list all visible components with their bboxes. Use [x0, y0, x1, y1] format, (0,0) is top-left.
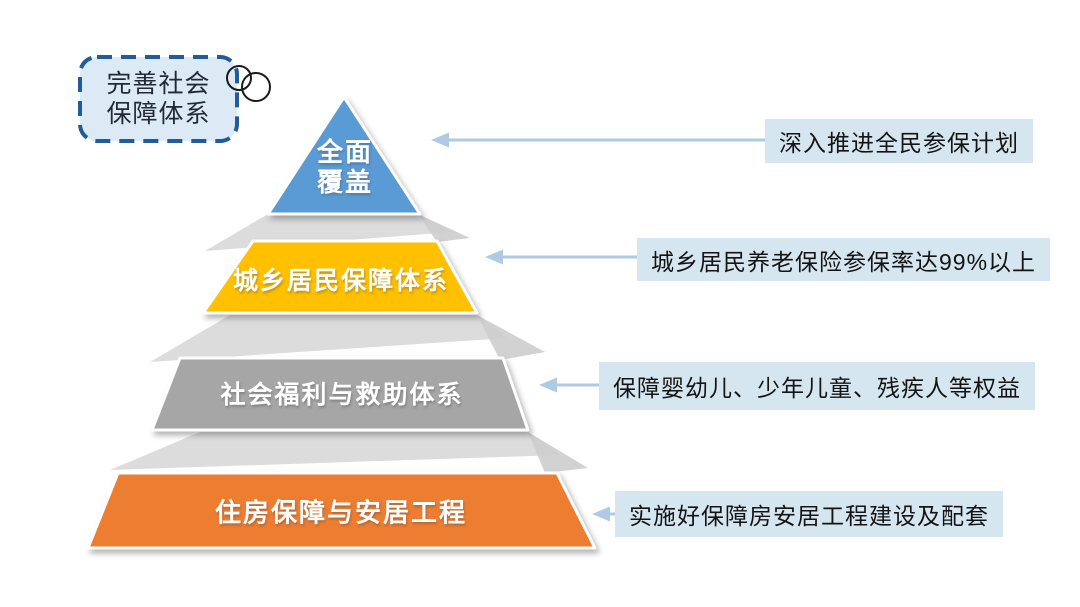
arrow-2-head-icon: [485, 249, 503, 265]
arrow-3: [539, 377, 600, 393]
annotation-box-3: 保障婴幼儿、少年儿童、残疾人等权益: [599, 362, 1035, 410]
annotation-box-1: 深入推进全民参保计划: [765, 119, 1033, 163]
pyramid-level-1-label: 全面 覆盖: [316, 137, 374, 198]
diagram-title-line-1: 完善社会: [106, 69, 211, 98]
annotation-box-2: 城乡居民养老保险参保率达99%以上: [637, 238, 1051, 281]
diagram-title: 完善社会 保障体系: [80, 57, 237, 141]
arrow-4: [592, 506, 617, 522]
pyramid-level-1-label-line-2: 覆盖: [316, 167, 374, 197]
arrow-1: [431, 132, 766, 148]
pyramid-level-2-label: 城乡居民保障体系: [232, 267, 450, 295]
diagram-title-line-2: 保障体系: [106, 100, 211, 128]
ribbon-3: [110, 432, 560, 470]
arrow-4-head-icon: [592, 506, 610, 522]
pyramid-level-4-shape: [86, 471, 597, 550]
arrow-2: [485, 249, 638, 265]
decor-circle-large-icon: [241, 72, 271, 102]
pyramid-level-4-label: 住房保障与安居工程: [214, 497, 468, 528]
pyramid-level-3-shape: [150, 356, 530, 432]
ribbon-2-right-sliver: [477, 315, 545, 360]
ribbon-1-right-sliver: [418, 214, 470, 242]
title-box-outline: [78, 55, 239, 143]
pyramid-level-1-label-line-1: 全面: [316, 137, 374, 168]
arrow-1-head-icon: [431, 132, 449, 148]
arrow-3-head-icon: [539, 377, 557, 393]
pyramid-level-3-label: 社会福利与救助体系: [220, 381, 464, 409]
annotation-box-4: 实施好保障房安居工程建设及配套: [615, 491, 1003, 537]
pyramid-level-1-shape: [266, 95, 422, 216]
ribbon-2: [150, 315, 508, 362]
pyramid-level-2-shape: [201, 239, 479, 315]
ribbon-3-right-sliver: [528, 432, 588, 473]
decor-circle-small-icon: [226, 65, 252, 91]
